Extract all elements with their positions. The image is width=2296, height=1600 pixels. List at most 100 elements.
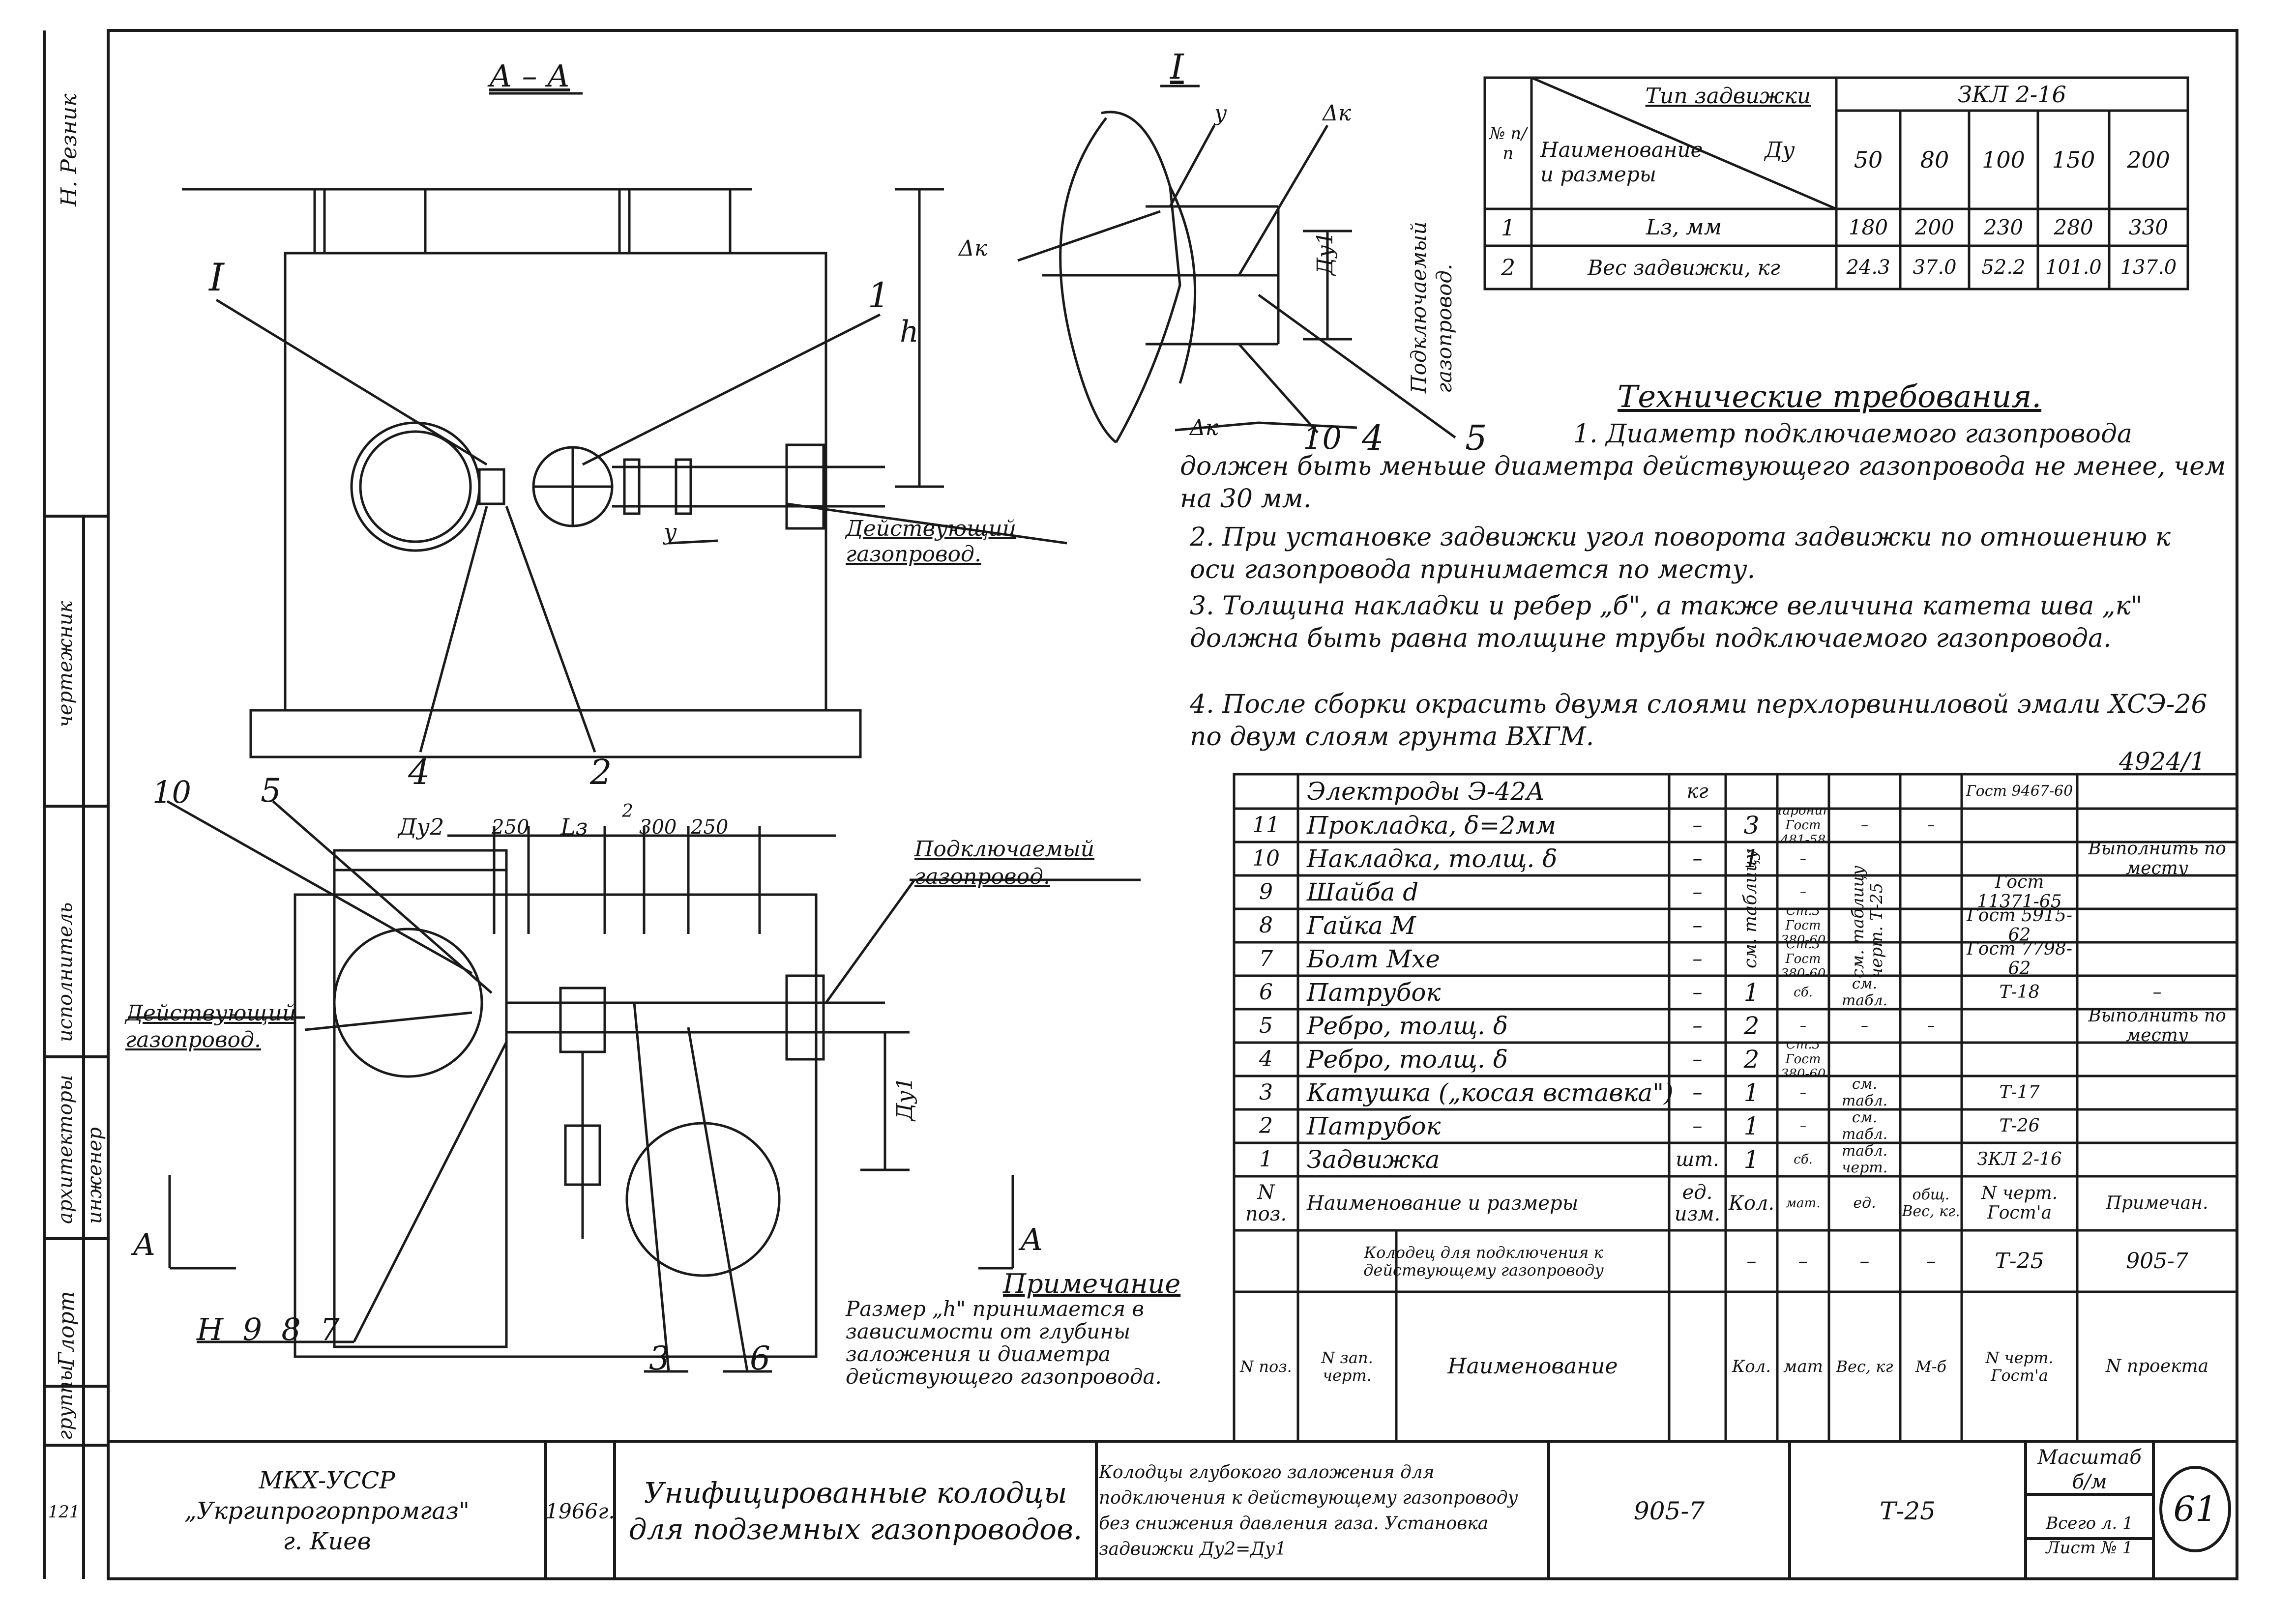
valve-dy-header: Ду <box>1765 137 1795 163</box>
spec-header-weight: ед. <box>1853 1194 1876 1212</box>
spec-row-1-name: Задвижка <box>1307 1145 1440 1174</box>
spec-assembly-project: 905-7 <box>2126 1248 2188 1274</box>
spec-row-10-pos: 10 <box>1252 846 1280 871</box>
callout-dk-detail-bottom: Δк <box>1190 415 1219 440</box>
spec-assembly-total: – <box>1926 1250 1936 1273</box>
callout-y-detail: y <box>1214 101 1227 126</box>
spec-row-9-mat: – <box>1800 885 1806 900</box>
spec-row-3-pos: 3 <box>1259 1080 1273 1105</box>
requirements-title: Технические требования. <box>1618 378 2042 414</box>
spec-footer-n: N поз. <box>1240 1357 1292 1376</box>
dim-300: 300 <box>639 816 677 839</box>
callout-I: I <box>209 256 224 300</box>
callout-1: 1 <box>868 275 890 316</box>
spec-assembly-name: Колодец для подключения к действующему г… <box>1363 1243 1604 1280</box>
dim-dy2: Ду2 <box>398 814 444 840</box>
spec-row-10-unit: – <box>1692 847 1703 870</box>
callout-dy1-detail: Ду1 <box>1313 231 1338 275</box>
spec-row-6-qty: 1 <box>1743 978 1760 1007</box>
spec-header-pos: N поз. <box>1245 1181 1287 1225</box>
detail-label: I <box>1170 47 1184 87</box>
title-sheet-title: Колодцы глубокого заложения для подключе… <box>1099 1462 1518 1559</box>
dim-l3: Lз <box>560 814 588 840</box>
spec-row-1-unit: шт. <box>1676 1148 1719 1171</box>
spec-header-total: общ. Вес, кг. <box>1902 1186 1960 1220</box>
spec-footer-gost: N черт. Гост'а <box>1985 1348 2054 1385</box>
requirement-2: 2. При установке задвижки угол поворота … <box>1190 523 2171 584</box>
side-col-executor: исполнитель <box>54 902 77 1042</box>
callout-5-plan: 5 <box>261 772 281 810</box>
spec-footer-sheet: N зап. черт. <box>1321 1348 1373 1385</box>
valve-dia-3: 150 <box>2052 146 2095 173</box>
valve-row2-v1: 37.0 <box>1913 256 1957 279</box>
spec-row-6-unit: – <box>1692 981 1703 1004</box>
spec-footer-qty: Кол. <box>1732 1357 1771 1376</box>
spec-row-11-weight: – <box>1861 816 1868 834</box>
spec-row-1-pos: 1 <box>1259 1147 1273 1172</box>
spec-row-2-weight: см. табл. <box>1841 1109 1888 1143</box>
spec-row-4-qty: 2 <box>1743 1045 1760 1074</box>
spec-row-6-weight: см. табл. <box>1841 976 1888 1009</box>
spec-row-3-name: Катушка („косая вставка") <box>1307 1078 1674 1107</box>
callout-10-plan: 10 <box>152 774 191 810</box>
side-col-engineer: инженер <box>84 1127 106 1224</box>
spec-header-note: Примечан. <box>2106 1193 2208 1213</box>
spec-row-6-mat: сб. <box>1794 985 1813 1000</box>
spec-row-11-total: – <box>1927 816 1935 834</box>
spec-row-9-name: Шайба d <box>1307 878 1419 906</box>
valve-row1-v4: 330 <box>2128 215 2169 239</box>
page-number-oval <box>2159 1466 2231 1552</box>
spec-row-10-qty: 1 <box>1743 844 1760 873</box>
spec-row-8-gost: Гост 5915-62 <box>1966 909 2073 942</box>
side-col-drafter: чертежник <box>54 601 77 727</box>
spec-row-2-name: Патрубок <box>1307 1112 1441 1140</box>
spec-row-10-note: Выполнить по месту <box>2088 842 2226 875</box>
spec-row-8-name: Гайка М <box>1307 911 1416 940</box>
valve-dia-1: 80 <box>1920 146 1949 173</box>
spec-assembly-mat: – <box>1798 1250 1808 1273</box>
spec-row-2-gost: Т-26 <box>1999 1116 2040 1136</box>
note-text: Размер „h" принимается в зависимости от … <box>846 1297 1162 1389</box>
section-mark-left: А <box>133 1226 156 1262</box>
spec-row-4-unit: – <box>1692 1048 1703 1071</box>
valve-dia-4: 200 <box>2127 146 2170 173</box>
valve-row2-v3: 101.0 <box>2045 256 2102 279</box>
valve-dia-2: 100 <box>1982 146 2025 173</box>
spec-row-7-unit: – <box>1692 948 1703 970</box>
spec-row-7-mat: Ст.3 Гост 380-60 <box>1780 942 1826 976</box>
spec-row-11-qty: 3 <box>1743 811 1760 840</box>
callouts-h987: Н 9 8 7 <box>197 1311 340 1347</box>
valve-row2-v0: 24.3 <box>1846 256 1890 279</box>
spec-merged-qty: см. таблицу <box>1740 849 1761 968</box>
spec-row-3-unit: – <box>1692 1081 1703 1104</box>
spec-header-mat: мат. <box>1786 1196 1821 1211</box>
spec-footer-project: N проекта <box>2105 1356 2209 1376</box>
spec-row-4-mat: Ст.3 Гост 380-60 <box>1780 1043 1826 1076</box>
spec-row-10-mat: – <box>1800 851 1806 866</box>
valve-type-value: ЗКЛ 2-16 <box>1958 81 2066 108</box>
spec-row-6-note: – <box>2152 982 2162 1002</box>
spec-row-5-name: Ребро, толщ. δ <box>1307 1012 1508 1040</box>
spec-row-6-name: Патрубок <box>1307 978 1441 1007</box>
title-scale-label: Масштаб <box>2037 1446 2142 1469</box>
spec-footer-scale: М-б <box>1915 1357 1947 1376</box>
dim-dy1-plan: Ду1 <box>892 1076 917 1121</box>
spec-row-8-mat: Ст.3 Гост 380-60 <box>1780 909 1826 942</box>
spec-row-7-name: Болт Мхе <box>1307 945 1440 973</box>
valve-row1-name: Lз, мм <box>1646 215 1722 240</box>
callout-h: h <box>900 315 919 349</box>
requirements-sheet-ref: 4924/1 <box>2119 747 2206 776</box>
spec-footer-weight: Вес, кг <box>1836 1357 1893 1376</box>
valve-row1-v3: 280 <box>2054 215 2093 239</box>
valve-row2-v2: 52.2 <box>1981 256 2026 279</box>
section-label: А – А <box>489 58 570 94</box>
connected-pipe-label-detail: Подключаемый газопровод. <box>1407 221 1456 393</box>
spec-header-qty: Кол. <box>1728 1192 1775 1215</box>
spec-row-6-pos: 6 <box>1259 980 1273 1005</box>
valve-row2-num: 2 <box>1501 254 1516 281</box>
spec-row-7-pos: 7 <box>1259 946 1273 971</box>
active-pipe-label-plan: Действующий газопровод. <box>125 1001 296 1052</box>
callout-y-section: y <box>664 519 677 545</box>
title-sheets: Всего л. 1 Лист № 1 <box>2046 1513 2133 1558</box>
